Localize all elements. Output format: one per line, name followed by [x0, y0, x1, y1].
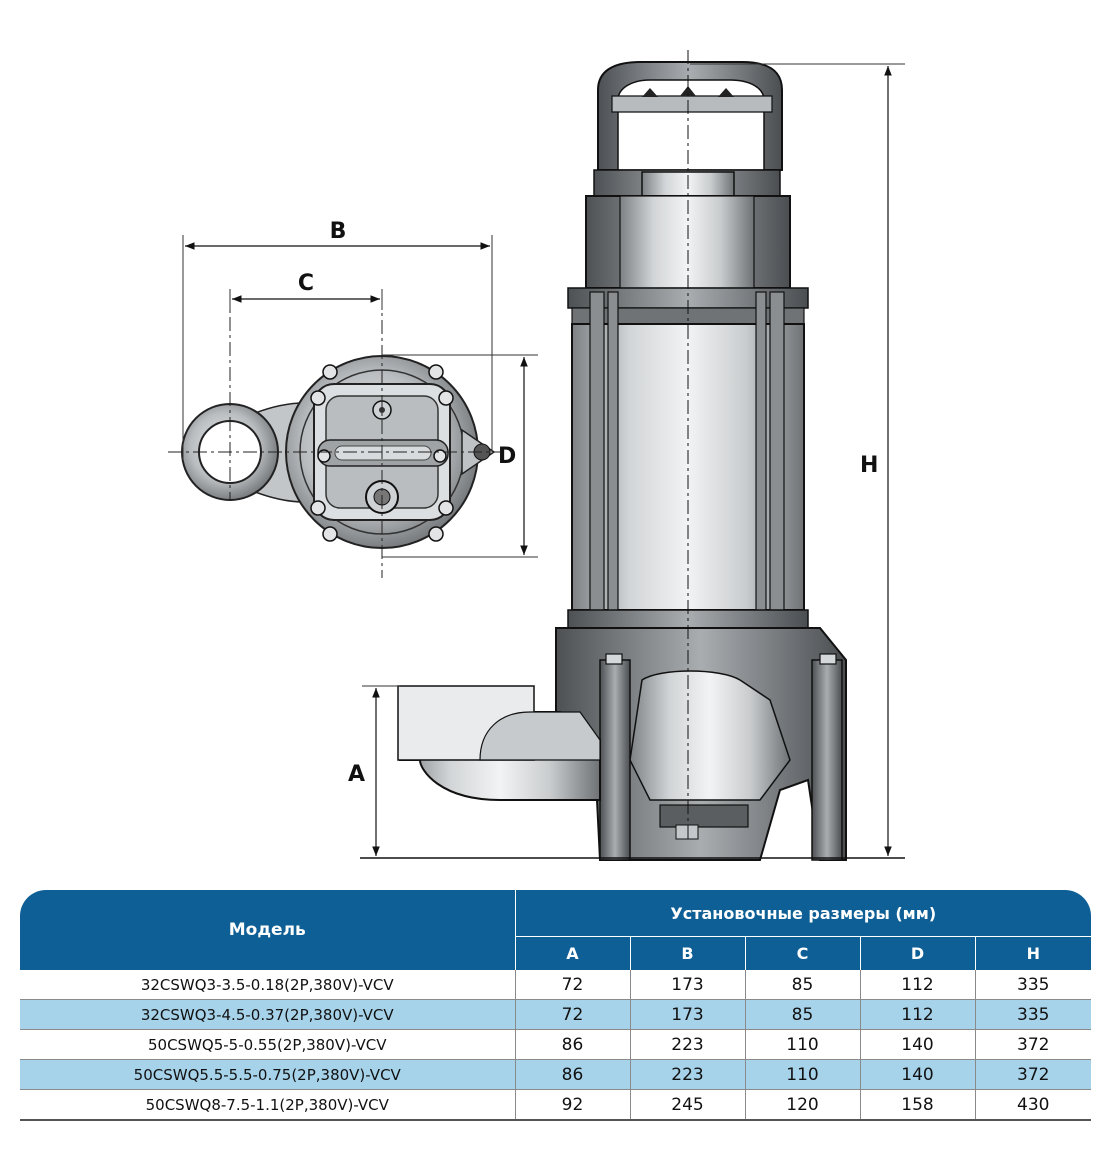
table-row: 50CSWQ5-5-0.55(2P,380V)-VCV 86 223 110 1…	[20, 1029, 1092, 1060]
value-cell: 92	[515, 1089, 631, 1121]
value-cell: 110	[745, 1029, 861, 1060]
installation-dimensions-table: Модель Установочные размеры (мм) A B C D…	[20, 890, 1092, 1121]
model-cell: 32CSWQ3-3.5-0.18(2P,380V)-VCV	[20, 970, 516, 1000]
value-cell: 173	[630, 970, 746, 1000]
value-cell: 335	[975, 970, 1092, 1000]
value-cell: 72	[515, 970, 631, 1000]
value-cell: 335	[975, 999, 1092, 1030]
value-cell: 245	[630, 1089, 746, 1121]
dimension-c-label: C	[298, 271, 314, 296]
pump-side-view	[360, 50, 905, 861]
value-cell: 140	[860, 1029, 976, 1060]
value-cell: 85	[745, 999, 861, 1030]
pump-dimension-drawing: B C D	[168, 50, 905, 861]
model-cell: 50CSWQ5-5-0.55(2P,380V)-VCV	[20, 1029, 516, 1060]
value-cell: 430	[975, 1089, 1092, 1121]
value-cell: 158	[860, 1089, 976, 1121]
value-cell: 72	[515, 999, 631, 1030]
value-cell: 120	[745, 1089, 861, 1121]
table-row: 50CSWQ5.5-5.5-0.75(2P,380V)-VCV 86 223 1…	[20, 1059, 1092, 1090]
value-cell: 223	[630, 1059, 746, 1090]
value-cell: 112	[860, 999, 976, 1030]
dimension-b: B	[182, 219, 493, 460]
pump-top-view	[168, 292, 534, 578]
value-cell: 86	[515, 1029, 631, 1060]
column-header-h: H	[975, 936, 1092, 970]
table-row: 32CSWQ3-3.5-0.18(2P,380V)-VCV 72 173 85 …	[20, 970, 1092, 1000]
dimension-d: D	[382, 354, 538, 558]
dimension-a: A	[348, 685, 400, 856]
value-cell: 112	[860, 970, 976, 1000]
model-column-header: Модель	[20, 890, 516, 970]
table-row: 32CSWQ3-4.5-0.37(2P,380V)-VCV 72 173 85 …	[20, 999, 1092, 1030]
value-cell: 372	[975, 1029, 1092, 1060]
value-cell: 86	[515, 1059, 631, 1090]
column-header-c: C	[745, 936, 861, 970]
dimension-d-label: D	[498, 444, 516, 469]
value-cell: 110	[745, 1059, 861, 1090]
dimensions-group-header: Установочные размеры (мм)	[515, 890, 1092, 937]
value-cell: 85	[745, 970, 861, 1000]
dimension-h: H	[690, 63, 905, 856]
column-header-b: B	[630, 936, 746, 970]
value-cell: 173	[630, 999, 746, 1030]
table-row: 50CSWQ8-7.5-1.1(2P,380V)-VCV 92 245 120 …	[20, 1089, 1092, 1121]
model-cell: 32CSWQ3-4.5-0.37(2P,380V)-VCV	[20, 999, 516, 1030]
model-cell: 50CSWQ5.5-5.5-0.75(2P,380V)-VCV	[20, 1059, 516, 1090]
model-cell: 50CSWQ8-7.5-1.1(2P,380V)-VCV	[20, 1089, 516, 1121]
value-cell: 140	[860, 1059, 976, 1090]
dimension-a-label: A	[348, 762, 365, 787]
motor-body	[571, 323, 805, 611]
dimension-c: C	[229, 271, 383, 310]
column-header-d: D	[860, 936, 976, 970]
dimension-h-label: H	[860, 453, 878, 478]
dimension-b-label: B	[330, 219, 347, 244]
value-cell: 372	[975, 1059, 1092, 1090]
column-header-a: A	[515, 936, 631, 970]
value-cell: 223	[630, 1029, 746, 1060]
